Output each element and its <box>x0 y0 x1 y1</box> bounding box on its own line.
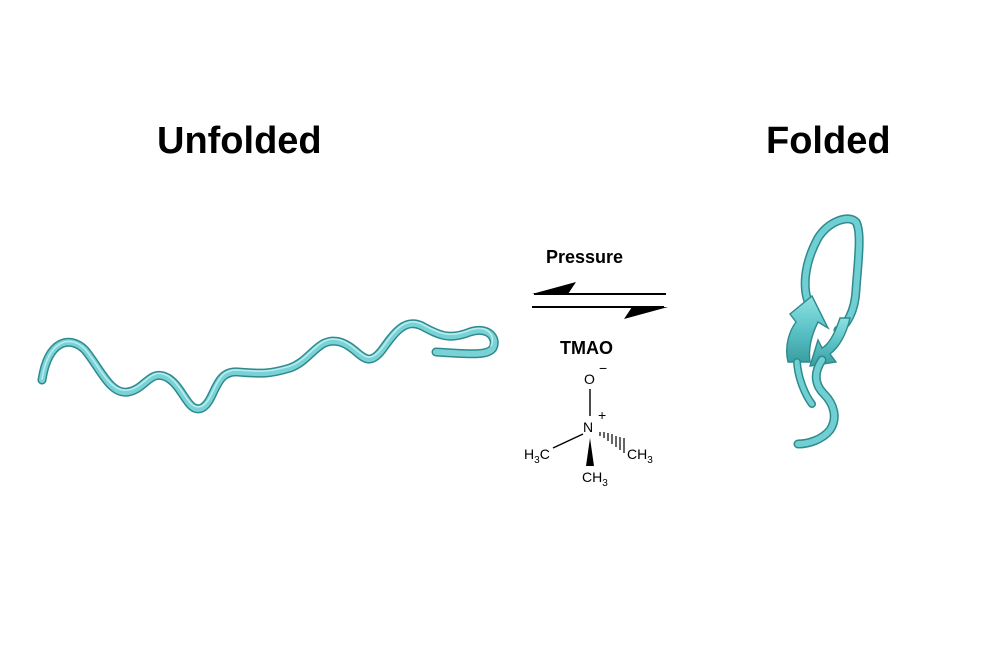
wedge-bond <box>586 438 594 466</box>
nitrogen-atom: N <box>583 419 593 435</box>
unfolded-protein-ribbon-icon <box>37 319 499 414</box>
methyl-left: H3C <box>524 446 550 466</box>
methyl-bottom: CH3 <box>582 469 608 489</box>
unfolded-title: Unfolded <box>157 120 322 162</box>
folded-title: Folded <box>766 120 891 162</box>
equilibrium-harpoons-icon <box>532 282 668 319</box>
n-ch3-left-bond <box>552 433 584 449</box>
pressure-label: Pressure <box>546 247 624 267</box>
tmao-label: TMAO <box>560 338 613 358</box>
oxygen-atom: O <box>584 371 595 387</box>
hashed-bond <box>599 432 625 453</box>
methyl-right: CH3 <box>627 446 653 466</box>
oxygen-charge: − <box>599 360 607 376</box>
nitrogen-charge: + <box>598 407 606 423</box>
folded-protein-ribbon-icon <box>786 214 864 449</box>
tmao-structure: O − N + H3C CH3 CH3 <box>524 360 653 489</box>
